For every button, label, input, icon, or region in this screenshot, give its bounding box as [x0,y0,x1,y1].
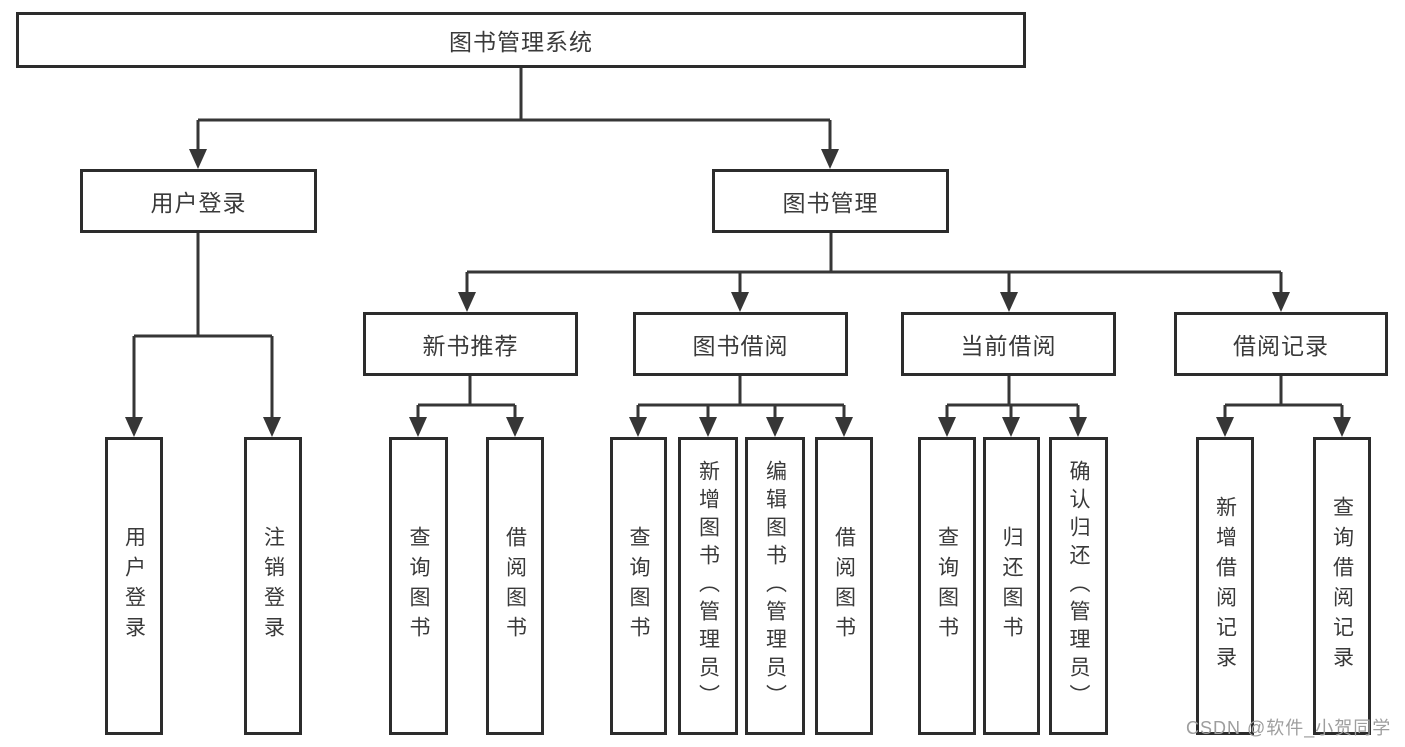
node-label: 查询借阅记录 [1330,496,1354,676]
node-leaf-query-books-recommend: 查询图书 [389,437,448,735]
node-label: 新增借阅记录 [1213,496,1237,676]
node-leaf-borrow-books: 借阅图书 [815,437,873,735]
node-label: 归还图书 [1000,526,1023,646]
watermark: CSDN @软件_小贺同学 [1186,718,1392,738]
node-label: 查询图书 [935,526,959,646]
node-label: 确认归还（管理员） [1067,460,1090,712]
node-label: 注销登录 [261,526,285,646]
node-user-login: 用户登录 [80,169,317,233]
node-borrow-records: 借阅记录 [1174,312,1388,376]
node-label: 查询图书 [627,526,650,646]
node-label: 借阅图书 [503,526,527,646]
node-leaf-borrow-books-recommend: 借阅图书 [486,437,544,735]
node-library-management-system: 图书管理系统 [16,12,1026,68]
node-label: 用户登录 [122,526,146,646]
node-leaf-user-login: 用户登录 [105,437,163,735]
node-book-borrowing: 图书借阅 [633,312,848,376]
arrowheads [125,149,1351,437]
node-current-borrowing: 当前借阅 [901,312,1116,376]
node-book-management: 图书管理 [712,169,949,233]
node-leaf-confirm-return-admin: 确认归还（管理员） [1049,437,1108,735]
node-leaf-edit-books-admin: 编辑图书（管理员） [745,437,805,735]
node-leaf-add-books-admin: 新增图书（管理员） [678,437,738,735]
node-leaf-query-books-borrowing: 查询图书 [610,437,667,735]
node-leaf-add-borrow-record: 新增借阅记录 [1196,437,1254,735]
node-label: 新增图书（管理员） [696,460,720,712]
node-label: 编辑图书（管理员） [763,460,787,712]
node-leaf-return-books: 归还图书 [983,437,1040,735]
node-new-book-recommend: 新书推荐 [363,312,578,376]
node-label: 查询图书 [407,526,430,646]
node-label: 借阅图书 [832,526,856,646]
node-leaf-query-borrow-record: 查询借阅记录 [1313,437,1371,735]
node-leaf-logout: 注销登录 [244,437,302,735]
node-leaf-query-books-current: 查询图书 [918,437,976,735]
